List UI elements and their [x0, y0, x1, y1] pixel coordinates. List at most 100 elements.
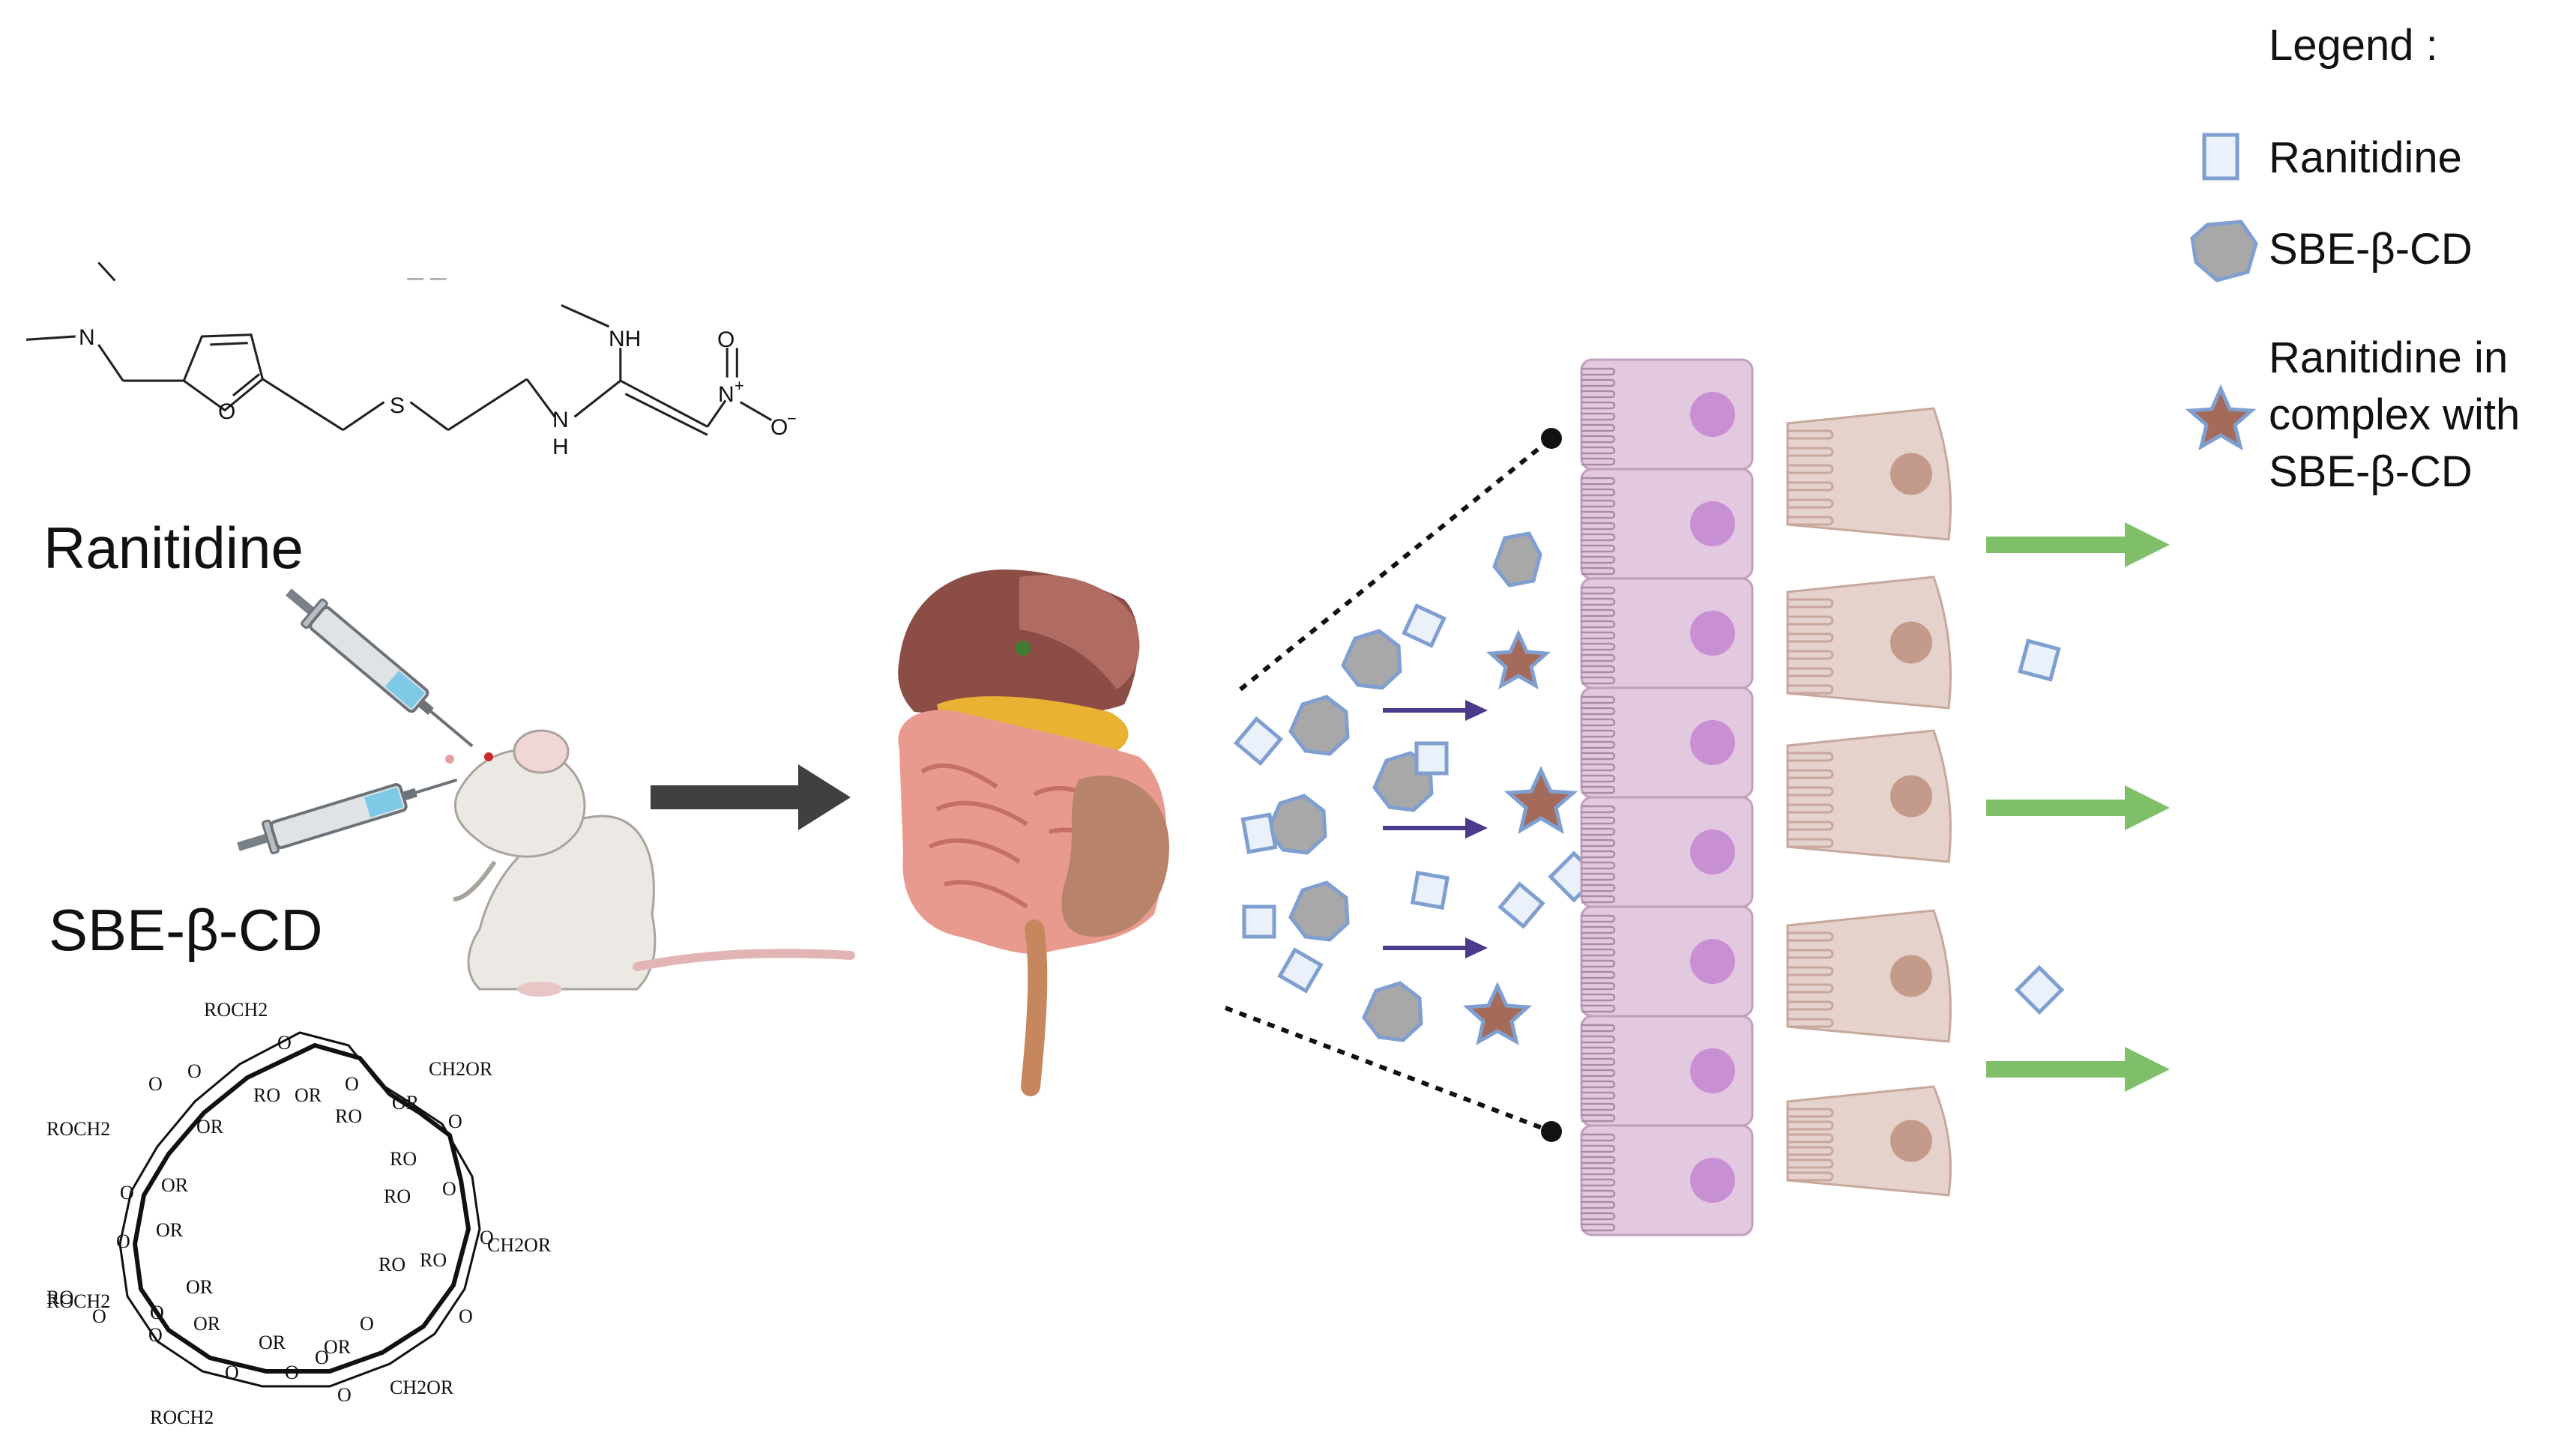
group-label: OR — [324, 1336, 352, 1358]
microvillus — [1581, 1102, 1616, 1111]
group-label: O — [360, 1313, 374, 1335]
group-label: OR — [186, 1276, 214, 1298]
microvillus — [1581, 1212, 1616, 1221]
microvillus — [1581, 1156, 1616, 1164]
microvillus — [1581, 1200, 1616, 1209]
legend-item-complex-line3: SBE-β-CD — [2269, 447, 2473, 496]
sbe-label: SBE-β-CD — [49, 897, 323, 963]
cell-nucleus — [1690, 1048, 1735, 1093]
atom-n: N — [79, 325, 95, 350]
legend-item-ranitidine: Ranitidine — [2269, 133, 2462, 182]
microvillus — [1581, 390, 1616, 399]
cell-nucleus — [1690, 720, 1735, 765]
group-label: O — [345, 1073, 359, 1095]
group-label: O — [148, 1324, 163, 1346]
microvillus — [1581, 446, 1616, 455]
microvillus — [1581, 567, 1616, 576]
group-label: OR — [196, 1116, 224, 1138]
transport-arrows — [1986, 522, 2170, 1092]
microvillus — [1581, 642, 1616, 651]
microvillus — [1581, 1144, 1616, 1153]
microvillus — [1581, 423, 1616, 432]
microvillus — [1581, 774, 1616, 783]
microvillus — [1581, 631, 1616, 640]
microvillus — [1581, 1091, 1616, 1100]
microvillus — [1581, 763, 1616, 772]
atom-n-plus: N — [718, 382, 735, 407]
group-label: O — [480, 1227, 494, 1248]
cell-nucleus — [1690, 1158, 1735, 1203]
microvillus — [1581, 872, 1616, 881]
syringe-icon — [286, 588, 474, 748]
group-label: O — [150, 1302, 164, 1323]
cell-nucleus — [1890, 775, 1932, 818]
microvillus — [1581, 914, 1616, 923]
microvillus — [1581, 948, 1616, 957]
hexagon-icon — [2190, 220, 2258, 283]
cell-nucleus — [1690, 830, 1735, 874]
group-label: OR — [259, 1332, 286, 1353]
sbe-particles — [1266, 531, 1542, 1042]
group-label: RO — [390, 1148, 417, 1170]
microvillus — [1581, 1133, 1616, 1142]
legend-item-sbe: SBE-β-CD — [2269, 225, 2473, 274]
group-label: CH2OR — [487, 1234, 552, 1256]
cell-nucleus — [1690, 611, 1735, 656]
microvillus — [1581, 653, 1616, 662]
atom-o-ring: O — [218, 399, 235, 424]
group-label: CH2OR — [429, 1058, 493, 1080]
atom-s: S — [390, 393, 405, 418]
microvillus — [1581, 970, 1616, 979]
atom-nh: NH — [609, 327, 641, 351]
microvillus — [1581, 785, 1616, 794]
group-label: OR — [161, 1174, 189, 1196]
microvillus — [1581, 839, 1616, 848]
microvillus — [1581, 850, 1616, 859]
group-label: ROCH2 — [46, 1290, 110, 1312]
microvillus — [1581, 1069, 1616, 1078]
microvillus — [1581, 895, 1616, 904]
microvillus — [1581, 533, 1616, 542]
columnar-cell — [1786, 407, 1952, 541]
cell-nucleus — [1890, 453, 1932, 495]
arrow-icon — [651, 764, 851, 830]
legend-item-complex-line1: Ranitidine in — [2269, 333, 2508, 382]
microvillus — [1581, 378, 1616, 387]
microvillus — [1581, 729, 1616, 738]
microvillus — [1581, 665, 1616, 674]
group-label: O — [92, 1305, 106, 1327]
cyclodextrin-labels: ROCH2 O RO OR O CH2OR OR RO O RO O OR O … — [46, 999, 552, 1428]
group-label: RO — [253, 1084, 280, 1106]
group-label: O — [459, 1305, 473, 1327]
microvillus — [1581, 1057, 1616, 1066]
microvillus — [1581, 510, 1616, 519]
atom-o-top: O — [717, 327, 735, 352]
microvillus — [1581, 827, 1616, 836]
group-label: RO — [384, 1185, 411, 1207]
microvillus — [1581, 477, 1616, 486]
columnar-cell — [1786, 1085, 1952, 1197]
microvillus — [1581, 555, 1616, 564]
square-icon — [2202, 133, 2239, 181]
microvillus — [1581, 1080, 1616, 1089]
cell-nucleus — [1890, 1120, 1932, 1162]
group-label: O — [442, 1178, 456, 1200]
microvillus — [1581, 805, 1616, 814]
epithelium-icon — [1580, 358, 1754, 1236]
group-label: O — [148, 1073, 163, 1095]
group-label: O — [225, 1362, 239, 1383]
group-label: OR — [193, 1313, 221, 1335]
group-label: OR — [392, 1092, 420, 1114]
microvillus — [1581, 982, 1616, 991]
syringe-icon — [237, 778, 458, 855]
cell-nucleus — [1890, 621, 1932, 664]
group-label: O — [277, 1032, 292, 1054]
microvillus — [1581, 499, 1616, 508]
microvillus — [1581, 435, 1616, 444]
group-label: OR — [156, 1219, 184, 1241]
group-label: O — [337, 1384, 352, 1406]
microvillus — [1581, 718, 1616, 727]
microvillus — [1581, 1114, 1616, 1123]
microvillus — [1581, 861, 1616, 870]
microvillus — [1581, 1046, 1616, 1055]
